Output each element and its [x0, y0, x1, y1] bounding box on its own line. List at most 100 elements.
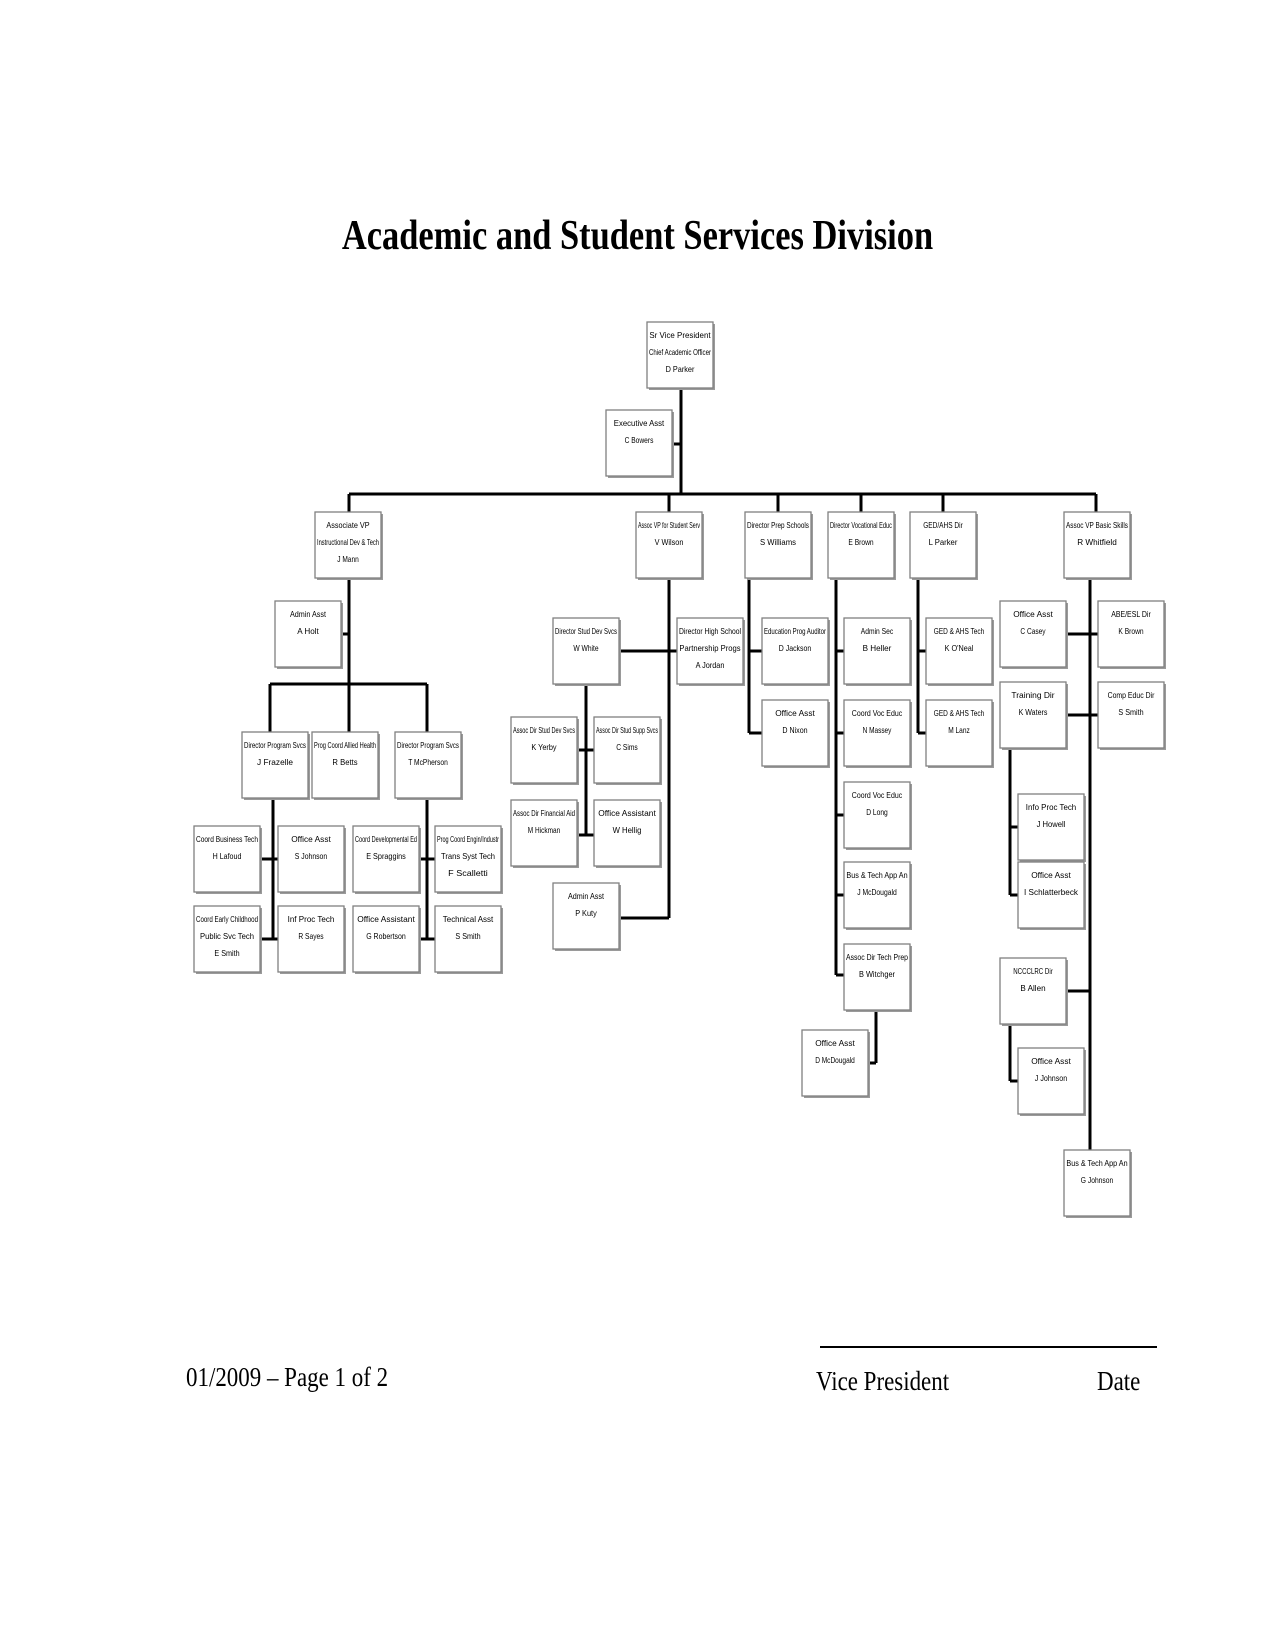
org-box-line: T McPherson: [408, 757, 448, 767]
org-box-line: Director Program Svcs: [397, 740, 459, 750]
signature-line: [820, 1346, 1157, 1348]
org-box-line: W White: [573, 643, 598, 653]
org-box-line: Chief Academic Officer: [649, 347, 711, 357]
org-box-frame: [311, 731, 379, 799]
org-box-line: D McDougald: [815, 1055, 855, 1065]
org-box-frame: [274, 600, 342, 668]
org-box-line: D Jackson: [779, 643, 812, 653]
org-box-line: L Parker: [929, 537, 958, 547]
org-box-line: Prog Coord Engin/Industr: [437, 834, 499, 844]
org-box-line: S Johnson: [295, 851, 328, 861]
org-box-line: Office Asst: [1013, 609, 1053, 619]
org-box-frame: [593, 716, 661, 784]
org-box-line: Office Assistant: [598, 808, 656, 818]
org-box-office-asst-dmcdougald: Office Asst D McDougald: [801, 1029, 870, 1098]
org-box-line: M Hickman: [528, 825, 561, 835]
org-box-line: Office Assistant: [357, 914, 415, 924]
org-box-frame: [1063, 511, 1131, 579]
org-box-frame: [193, 905, 261, 973]
org-box-line: Comp Educ Dir: [1108, 690, 1155, 700]
org-box-line: Coord Developmental Ed: [355, 834, 417, 844]
footer-page-label: 01/2009 – Page 1 of 2: [186, 1362, 389, 1392]
org-box-line: Office Asst: [291, 834, 331, 844]
org-box-line: J Johnson: [1035, 1073, 1068, 1083]
org-box-line: C Casey: [1020, 626, 1046, 636]
org-box-line: P Kuty: [575, 908, 597, 918]
org-box-frame: [843, 861, 911, 929]
org-box-frame: [1017, 793, 1085, 861]
org-box-frame: [241, 731, 309, 799]
org-box-line: B Allen: [1020, 983, 1045, 993]
org-box-line: J Mann: [337, 554, 359, 564]
org-box-line: GED & AHS Tech: [934, 626, 985, 636]
org-box-line: NCCCLRC Dir: [1013, 966, 1053, 976]
org-box-frame: [552, 617, 620, 685]
org-box-line: I Schlatterbeck: [1024, 887, 1079, 897]
org-box-line: Assoc Dir Financial Aid: [513, 808, 575, 818]
org-box-line: E Smith: [214, 948, 239, 958]
org-box-frame: [744, 511, 812, 579]
org-box-frame: [801, 1029, 869, 1097]
org-box-line: Executive Asst: [614, 418, 665, 428]
org-box-line: Coord Voc Educ: [852, 708, 903, 718]
org-box-frame: [646, 321, 714, 389]
org-box-frame: [394, 731, 462, 799]
org-box-line: Assoc Dir Stud Supp Svcs: [596, 725, 658, 735]
org-box-frame: [277, 905, 345, 973]
org-box-line: R Betts: [332, 757, 357, 767]
org-box-line: J McDougald: [857, 887, 897, 897]
org-box-line: Admin Asst: [568, 891, 605, 901]
org-box-comp-educ-dir: Comp Educ Dir S Smith: [1097, 681, 1166, 750]
org-box-line: Sr Vice President: [649, 330, 711, 340]
org-box-line: Director Program Svcs: [244, 740, 306, 750]
org-box-frame: [999, 957, 1067, 1025]
org-box-line: E Brown: [848, 537, 873, 547]
org-box-frame: [552, 882, 620, 950]
footer-signature-label: Vice President: [816, 1366, 950, 1396]
org-box-frame: [593, 799, 661, 867]
org-box-line: A Jordan: [696, 660, 725, 670]
org-box-line: Admin Asst: [290, 609, 327, 619]
org-box-frame: [1017, 1047, 1085, 1115]
org-box-line: Office Asst: [1031, 870, 1071, 880]
org-box-office-asst-schlatterbeck: Office Asst I Schlatterbeck: [1017, 861, 1086, 930]
org-box-frame: [843, 943, 911, 1011]
org-box-line: Info Proc Tech: [1026, 802, 1077, 812]
org-box-frame: [761, 617, 829, 685]
org-box-frame: [277, 825, 345, 893]
org-box-line: Office Asst: [815, 1038, 855, 1048]
org-box-frame: [925, 617, 993, 685]
org-box-frame: [1097, 681, 1165, 749]
org-box-line: V Wilson: [655, 537, 684, 547]
org-box-line: S Smith: [1118, 707, 1143, 717]
org-box-line: Partnership Progs: [679, 643, 740, 653]
org-box-line: K Waters: [1019, 707, 1048, 717]
org-box-line: J Howell: [1037, 819, 1066, 829]
org-box-line: Bus & Tech App An: [846, 870, 907, 880]
org-box-line: Associate VP: [326, 520, 369, 530]
org-box-line: Assoc VP Basic Skills: [1066, 520, 1128, 530]
org-box-frame: [676, 617, 744, 685]
org-box-line: GED & AHS Tech: [934, 708, 985, 718]
org-box-line: H Lafoud: [213, 851, 242, 861]
org-box-admin-asst-kuty: Admin Asst P Kuty: [552, 882, 621, 951]
